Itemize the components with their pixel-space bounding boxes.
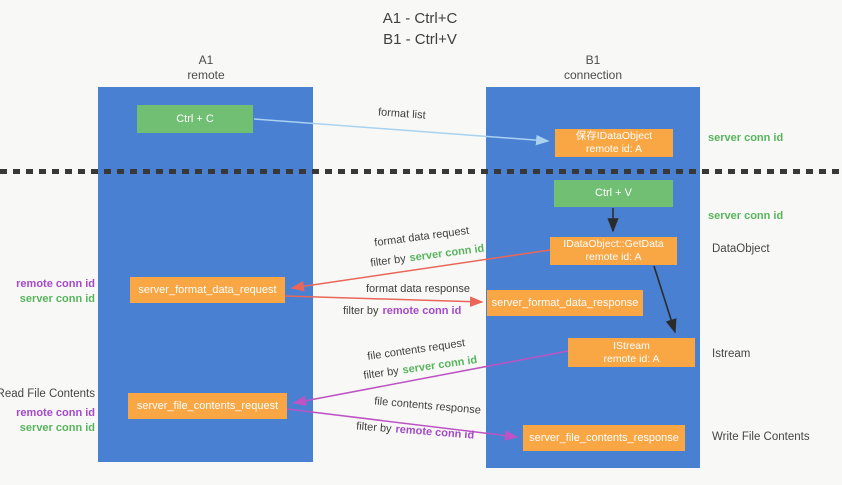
node-server-file-contents-response-label: server_file_contents_response xyxy=(529,431,679,444)
node-istream-line1: IStream xyxy=(613,339,650,352)
filter-by-text: filter by xyxy=(369,252,407,270)
node-save-idataobject: 保存IDataObject remote id: A xyxy=(555,129,673,157)
node-server-format-data-response: server_format_data_response xyxy=(487,290,643,316)
remote-conn-id-text: remote conn id xyxy=(395,423,475,442)
label-file-contents-response-text: file contents response xyxy=(373,395,482,417)
node-server-format-data-request: server_format_data_request xyxy=(130,277,285,303)
lane-b1-name: B1 xyxy=(585,53,601,67)
filter-by-text: filter by xyxy=(362,365,400,382)
title-line-a1: A1 - Ctrl+C xyxy=(382,10,458,27)
node-server-format-data-request-label: server_format_data_request xyxy=(138,283,277,296)
node-istream-line2: remote id: A xyxy=(603,352,660,365)
lane-a1-name: A1 xyxy=(198,53,214,67)
filter-by-text: filter by xyxy=(355,420,393,436)
remote-conn-id-label: remote conn id xyxy=(16,278,95,290)
node-idataobject-getdata-line2: remote id: A xyxy=(585,251,642,263)
left-conn-ids-format: remote conn id server conn id xyxy=(16,277,95,307)
node-idataobject-getdata: IDataObject::GetData remote id: A xyxy=(550,237,677,265)
remote-conn-id-label: remote conn id xyxy=(16,407,95,419)
node-server-file-contents-response: server_file_contents_response xyxy=(523,425,685,451)
node-server-file-contents-request: server_file_contents_request xyxy=(128,393,287,419)
label-filter-by-remote-conn-id-2: filter by remote conn id xyxy=(356,420,475,441)
node-server-file-contents-request-label: server_file_contents_request xyxy=(136,399,279,412)
diagram-title: A1 - Ctrl+C B1 - Ctrl+V xyxy=(308,8,532,50)
lane-header-a1: A1 remote xyxy=(146,53,266,83)
filter-by-text: filter by xyxy=(343,305,379,317)
server-conn-id-label: server conn id xyxy=(19,293,95,305)
server-conn-id-text: server conn id xyxy=(401,354,478,377)
node-ctrl-c-label: Ctrl + C xyxy=(176,112,214,125)
side-label-write-file-contents: Write File Contents xyxy=(712,431,810,443)
node-ctrl-v-label: Ctrl + V xyxy=(595,187,632,199)
label-filter-by-remote-conn-id-1: filter by remote conn id xyxy=(343,305,461,317)
side-label-dataobject: DataObject xyxy=(712,243,770,255)
node-idataobject-getdata-line1: IDataObject::GetData xyxy=(563,238,664,250)
label-format-list: format list xyxy=(378,106,426,121)
lane-b1-subtitle: connection xyxy=(563,68,623,82)
node-server-format-data-response-label: server_format_data_response xyxy=(491,296,639,309)
node-save-idataobject-line1: 保存IDataObject xyxy=(575,130,653,142)
session-divider-dashed-line xyxy=(0,169,842,174)
side-label-server-conn-id-top: server conn id xyxy=(708,132,784,144)
server-conn-id-text: server conn id xyxy=(408,242,485,265)
label-format-list-text: format list xyxy=(377,106,427,122)
side-label-server-conn-id-mid: server conn id xyxy=(708,210,784,222)
node-istream: IStream remote id: A xyxy=(568,338,695,367)
node-save-idataobject-line2: remote id: A xyxy=(585,143,643,155)
node-ctrl-c: Ctrl + C xyxy=(137,105,253,133)
side-label-istream: Istream xyxy=(712,348,751,360)
title-line-b1: B1 - Ctrl+V xyxy=(383,31,457,48)
lane-header-b1: B1 connection xyxy=(533,53,653,83)
server-conn-id-label: server conn id xyxy=(19,422,95,434)
remote-conn-id-text: remote conn id xyxy=(382,305,462,317)
format-data-response-arrow xyxy=(284,295,484,307)
node-ctrl-v: Ctrl + V xyxy=(554,180,673,207)
label-format-data-response: format data response xyxy=(366,283,470,295)
label-format-data-response-text: format data response xyxy=(366,283,470,295)
lane-a1-subtitle: remote xyxy=(187,68,225,82)
label-file-contents-response: file contents response xyxy=(374,395,482,416)
side-label-read-file-contents: Read File Contents xyxy=(0,388,95,400)
left-labels-file: Read File Contents remote conn id server… xyxy=(0,387,95,436)
